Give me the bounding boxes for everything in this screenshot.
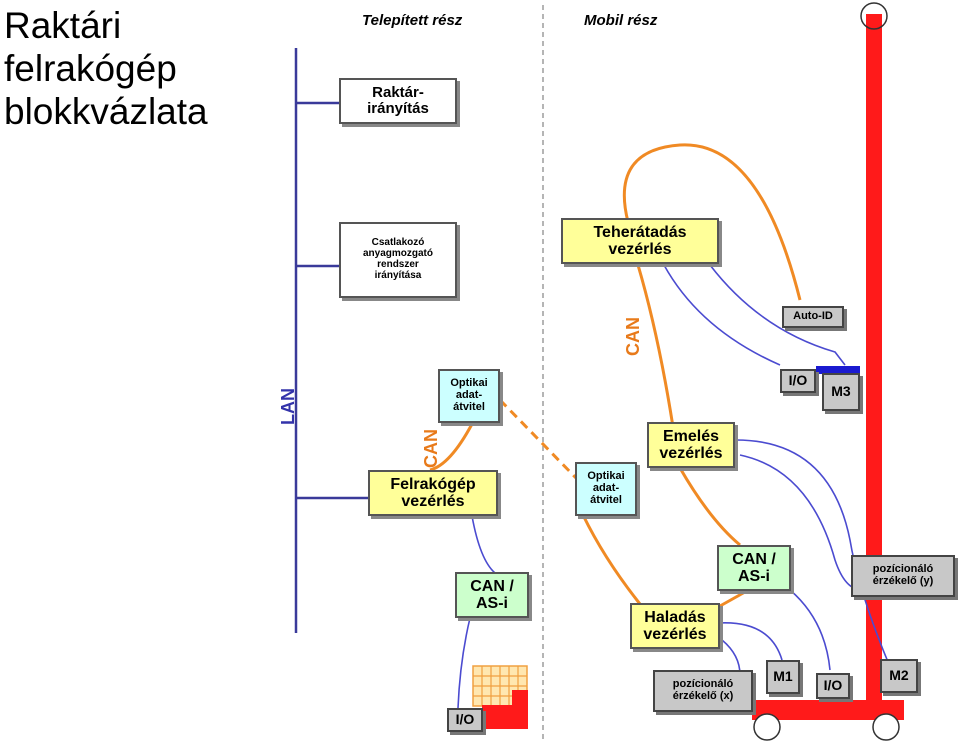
- io-upper-right-box: I/O: [780, 369, 816, 393]
- io-bottom-left-box: I/O: [447, 708, 483, 732]
- signal-wires: [457, 264, 901, 709]
- io-bottom-right-box: I/O: [816, 673, 850, 699]
- material-handling-control-box: Csatlakozó anyagmozgató rendszer irányít…: [339, 222, 457, 298]
- m2-motor-box: M2: [880, 659, 918, 693]
- warehouse-control-box: Raktár- irányítás: [339, 78, 457, 124]
- lan-bus: [294, 48, 368, 633]
- m3-connector: [816, 366, 860, 374]
- optical-link: [498, 398, 580, 482]
- m3-motor-box: M3: [822, 373, 860, 411]
- m1-motor-box: M1: [766, 660, 800, 694]
- optical-transmission-right-box: Optikai adat- átvitel: [575, 462, 637, 516]
- optical-transmission-left-box: Optikai adat- átvitel: [438, 369, 500, 423]
- position-sensor-y-box: pozícionáló érzékelő (y): [851, 555, 955, 597]
- stacker-crane-base: [752, 700, 904, 741]
- can-asi-left-box: CAN / AS-i: [455, 572, 529, 618]
- slide-title: Raktári felrakógép blokkvázlata: [4, 5, 208, 132]
- load-transfer-control-box: Teherátadás vezérlés: [561, 218, 719, 264]
- stacker-crane-mast: [860, 2, 888, 719]
- lan-label: LAN: [278, 388, 298, 425]
- can-label-right: CAN: [623, 317, 643, 356]
- can-asi-right-box: CAN / AS-i: [717, 545, 791, 591]
- can-label-left: CAN: [421, 429, 441, 468]
- can-bus-lines: [429, 143, 802, 608]
- auto-id-box: Auto-ID: [782, 306, 844, 328]
- storage-rack-icon: [472, 665, 528, 729]
- travel-control-box: Haladás vezérlés: [630, 603, 720, 649]
- stacker-control-box: Felrakógép vezérlés: [368, 470, 498, 516]
- lifting-control-box: Emelés vezérlés: [647, 422, 735, 468]
- position-sensor-x-box: pozícionáló érzékelő (x): [653, 670, 753, 712]
- installed-section-heading: Telepített rész: [362, 12, 463, 29]
- mobile-section-heading: Mobil rész: [584, 12, 658, 29]
